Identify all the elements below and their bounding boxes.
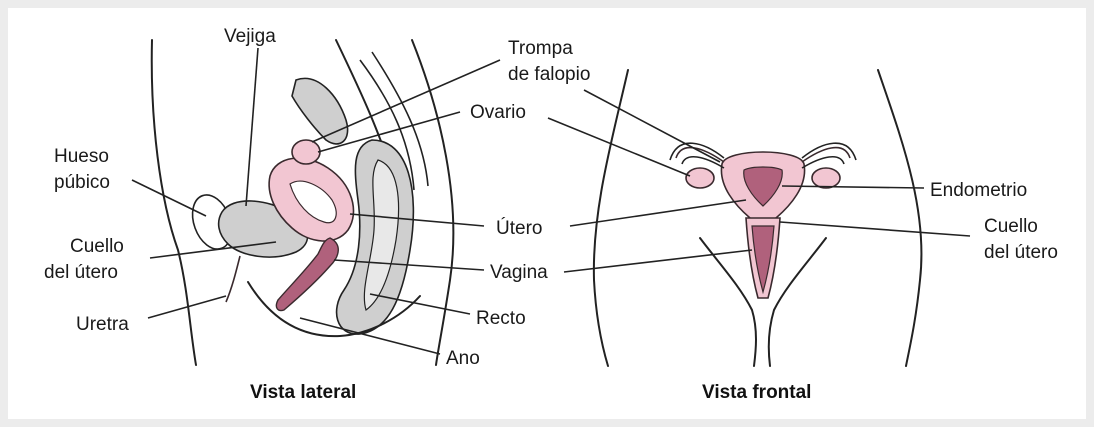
frontal-left-ovary-shape [686,168,714,188]
label-uretra: Uretra [76,314,129,335]
label-cuello-frontal-line2: del útero [984,242,1058,263]
leader-endometrio [782,186,924,188]
label-vagina: Vagina [490,262,548,283]
leader-frontal-trompa [584,90,720,162]
leader-trompa [312,60,500,142]
ovary-shape [292,140,320,164]
leader-vejiga [246,48,258,206]
label-cuello-frontal-line1: Cuello [984,216,1038,237]
label-hueso-line1: Hueso [54,146,109,167]
frontal-right-body-outline [878,70,921,366]
frontal-right-ovary-shape [812,168,840,188]
frontal-right-tube-outline [802,143,856,168]
leader-frontal-ovario [548,118,690,176]
label-ano: Ano [446,348,480,369]
leader-frontal-utero [570,200,746,226]
label-trompa-line1: Trompa [508,38,573,59]
urethra-shape [226,256,240,302]
label-utero: Útero [496,217,542,239]
label-vejiga: Vejiga [224,26,276,47]
caption-frontal: Vista frontal [702,382,811,403]
lateral-view [152,40,454,365]
frontal-view [594,70,922,366]
label-hueso-line2: púbico [54,172,110,193]
label-cuello-lateral-line2: del útero [44,262,118,283]
label-trompa-line2: de falopio [508,64,590,85]
frontal-left-thigh-line [700,238,756,366]
label-recto: Recto [476,308,526,329]
label-ovario: Ovario [470,102,526,123]
label-cuello-lateral-line1: Cuello [70,236,124,257]
label-endometrio: Endometrio [930,180,1027,201]
frontal-right-tube-shape [802,148,850,162]
leader-hueso [132,180,206,216]
frontal-left-tube-outline [670,143,724,168]
intestine-shape [292,78,348,143]
leader-frontal-cuello [780,222,970,236]
caption-lateral: Vista lateral [250,382,356,403]
frontal-right-thigh-line [769,238,826,366]
lateral-front-body-outline [152,40,196,365]
